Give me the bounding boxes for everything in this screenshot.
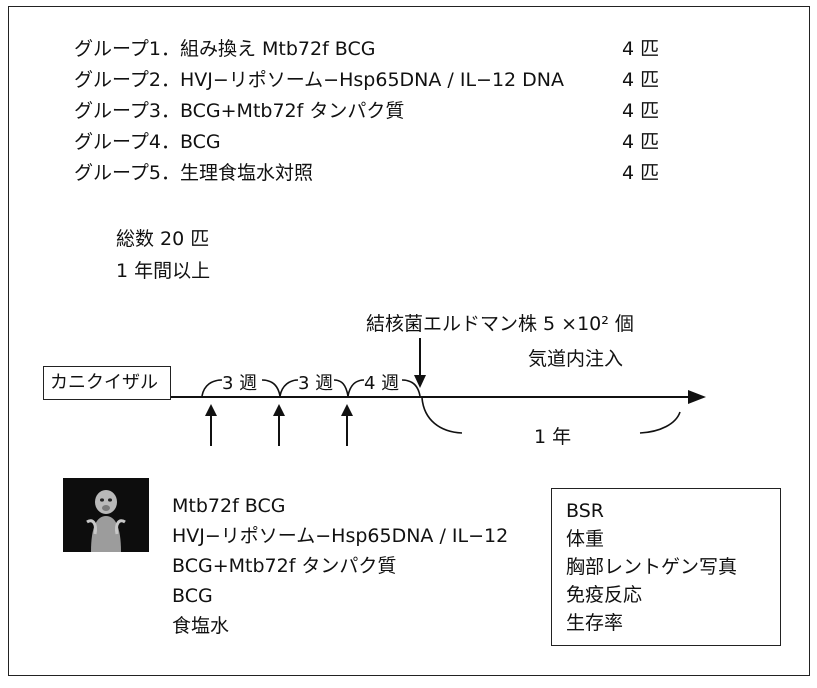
endpoint-item: 胸部レントゲン写真 [566,556,738,578]
year-arc-right [639,411,681,434]
group-row-3: グループ3．BCG+Mtb72f タンパク質 4 匹 [74,96,714,126]
monkey-photo [63,478,149,552]
group-row-2: グループ2．HVJ−リポソーム−Hsp65DNA / IL−12 DNA 4 匹 [74,65,714,95]
challenge-arrow-head [414,375,426,388]
group-row-1: グループ1．組み換え Mtb72f BCG 4 匹 [74,34,714,64]
dose-arrowhead-2 [273,404,285,416]
vaccine-list: Mtb72f BCG HVJ−リポソーム−Hsp65DNA / IL−12 BC… [172,491,508,641]
group-label: グループ5．生理食塩水対照 [74,162,313,184]
vaccine-item: BCG [172,585,213,607]
vaccine-item: BCG+Mtb72f タンパク質 [172,555,397,577]
endpoint-item: BSR [566,500,604,522]
vaccine-item: Mtb72f BCG [172,495,286,517]
interval-label-2: 3 週 [298,373,334,394]
subject-box: カニクイザル [43,366,171,400]
interval-arc-left-1 [201,379,223,397]
endpoint-box: BSR 体重 胸部レントゲン写真 免疫反応 生存率 [551,488,781,646]
endpoint-item: 体重 [566,528,605,550]
interval-label-3: 4 週 [364,373,400,394]
group-label: グループ2．HVJ−リポソーム−Hsp65DNA / IL−12 DNA [74,69,565,91]
group-count: 4 匹 [622,131,660,153]
interval-arc-right-3 [401,379,421,397]
interval-arc-left-3 [347,379,365,397]
group-row-5: グループ5．生理食塩水対照 4 匹 [74,158,714,188]
group-row-4: グループ4．BCG 4 匹 [74,127,714,157]
interval-label-1: 3 週 [222,373,258,394]
total-count: 総数 20 匹 [116,228,210,250]
interval-arc-right-2 [333,379,349,397]
endpoint-item: 生存率 [566,612,624,634]
year-arc-left [421,397,463,434]
endpoint-item: 免疫反応 [566,584,643,606]
interval-arc-left-2 [279,379,299,397]
dose-arrowhead-1 [205,404,217,416]
group-count: 4 匹 [622,38,660,60]
followup-label: 1 年 [534,426,572,448]
vaccine-item: HVJ−リポソーム−Hsp65DNA / IL−12 [172,525,509,547]
challenge-label: 結核菌エルドマン株 5 ×10² 個 [366,313,634,335]
timeline-arrowhead [688,390,706,404]
group-count: 4 匹 [622,162,660,184]
vaccine-item: 食塩水 [172,615,230,637]
diagram-frame [8,6,810,676]
study-duration: 1 年間以上 [116,260,211,282]
group-count: 4 匹 [622,69,660,91]
group-count: 4 匹 [622,100,660,122]
challenge-route: 気道内注入 [528,348,624,370]
interval-arc-right-1 [261,379,281,397]
group-label: グループ4．BCG [74,131,221,153]
dose-arrowhead-3 [341,404,353,416]
group-label: グループ1．組み換え Mtb72f BCG [74,38,376,60]
group-label: グループ3．BCG+Mtb72f タンパク質 [74,100,405,122]
